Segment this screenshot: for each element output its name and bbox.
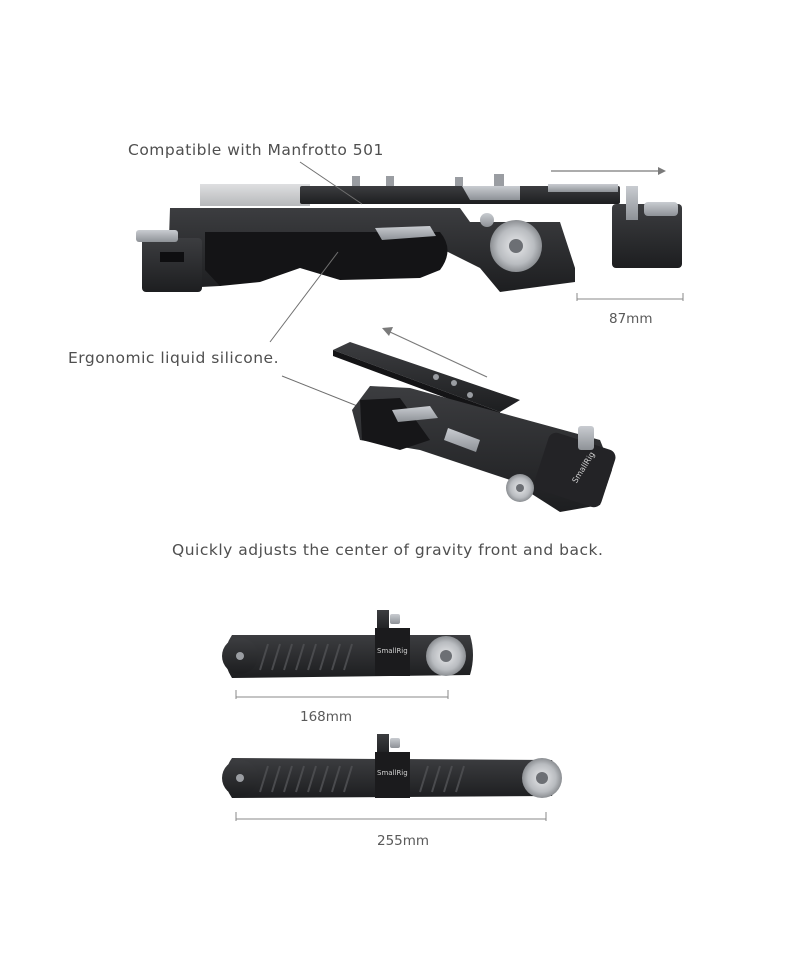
label-gravity: Quickly adjusts the center of gravity fr… [172, 541, 604, 559]
front-knob [578, 426, 594, 450]
dimension-87mm-line [576, 293, 684, 301]
brand-logo: SmallRig [377, 647, 408, 655]
extension-arm-long [222, 734, 562, 798]
plate-top-perspective [333, 342, 520, 412]
baseplate-body [168, 208, 575, 292]
screw [494, 174, 504, 186]
lever-2 [444, 428, 480, 452]
top-plate [300, 186, 620, 204]
dimension-168mm-line [235, 690, 449, 699]
screw [467, 392, 473, 398]
baseplate-perspective-view [333, 342, 616, 512]
front-block [534, 432, 616, 508]
screw [386, 176, 394, 186]
dimension-255mm-line [235, 812, 547, 821]
knob-small [480, 213, 494, 227]
grip-texture [259, 643, 353, 671]
baseplate-side-view [136, 174, 682, 292]
dimension-168mm: 168mm [300, 709, 353, 725]
silicone-grip [205, 232, 448, 286]
grip-perspective [360, 398, 430, 450]
plate-ghost [200, 184, 310, 206]
arrow-right-icon [551, 167, 666, 175]
plate-edge [333, 350, 500, 418]
arrow-left-icon [382, 327, 488, 378]
leader-manfrotto [299, 161, 363, 205]
slot [160, 252, 184, 262]
screw [352, 176, 360, 186]
grip-texture [259, 765, 465, 793]
left-clamp [142, 238, 202, 292]
label-silicone: Ergonomic liquid silicone. [68, 349, 280, 367]
lock-lever [375, 226, 436, 240]
extension-arm-short [222, 610, 473, 678]
label-manfrotto: Compatible with Manfrotto 501 [128, 141, 384, 159]
screw [451, 380, 457, 386]
left-knob [136, 230, 178, 242]
right-pin [626, 186, 638, 220]
rosette-center [509, 239, 523, 253]
arm-clamp [375, 628, 410, 676]
arm-post [377, 610, 389, 632]
screw [236, 774, 244, 782]
dimension-255mm: 255mm [377, 833, 430, 849]
screw [455, 177, 463, 186]
rosette-center [516, 484, 524, 492]
screw [433, 374, 439, 380]
arm-knob [390, 738, 400, 748]
arm-knob [390, 614, 400, 624]
right-knob [644, 202, 678, 216]
clamp-wedge [462, 186, 520, 200]
rosette-center [536, 772, 548, 784]
screw [236, 652, 244, 660]
plate-rail [548, 184, 618, 192]
arm-post [377, 734, 389, 756]
dimension-87mm: 87mm [609, 311, 653, 327]
lever-perspective [392, 406, 438, 422]
arm-clamp [375, 752, 410, 798]
rosette-center [440, 650, 452, 662]
brand-logo: SmallRig [377, 769, 408, 777]
leader-silicone [269, 251, 339, 343]
